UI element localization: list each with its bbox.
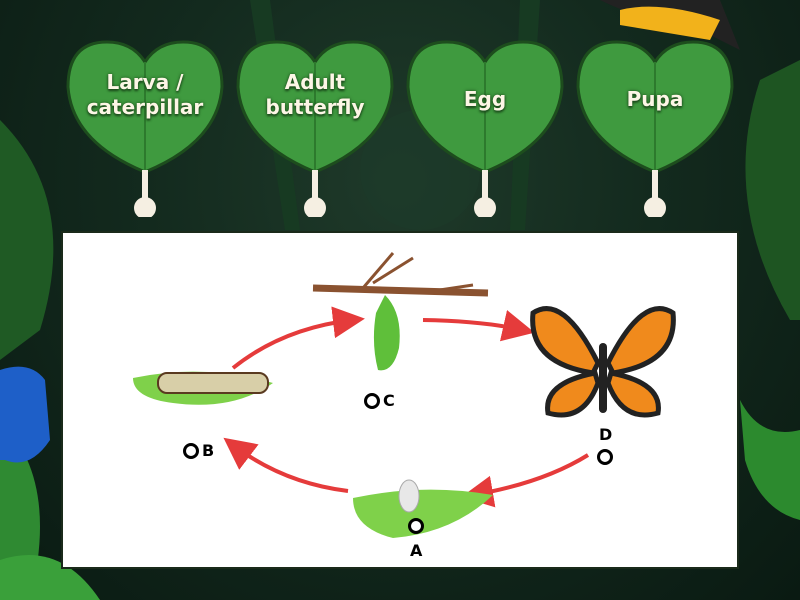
label-card-larva[interactable]: Larva /caterpillar xyxy=(62,32,228,217)
drop-spot-d[interactable] xyxy=(597,449,613,465)
egg-leaf-icon xyxy=(353,489,493,538)
card-label: Egg xyxy=(463,87,507,111)
label-b: B xyxy=(202,441,215,460)
label-a: A xyxy=(410,541,423,560)
leaf-icon xyxy=(66,40,224,217)
leaf-icon xyxy=(576,40,734,217)
drop-spot-a[interactable] xyxy=(408,518,424,534)
branch-icon xyxy=(312,252,489,297)
label-card-egg[interactable]: Egg xyxy=(402,32,568,217)
label-d: D xyxy=(599,425,613,444)
butterfly-icon xyxy=(530,306,676,418)
label-c: C xyxy=(383,391,395,410)
life-cycle-diagram: B C D A xyxy=(61,231,739,569)
card-label: Pupa xyxy=(626,87,684,111)
drop-spot-b[interactable] xyxy=(183,443,199,459)
card-label: Larva /caterpillar xyxy=(86,70,204,119)
egg-icon xyxy=(398,479,420,513)
drop-spot-c[interactable] xyxy=(364,393,380,409)
chrysalis-icon xyxy=(373,295,400,371)
cycle-arrows xyxy=(223,306,590,508)
leaf-icon xyxy=(236,40,394,217)
leaf-icon xyxy=(406,40,564,217)
caterpillar-icon xyxy=(157,372,269,394)
label-card-pupa[interactable]: Pupa xyxy=(572,32,738,217)
